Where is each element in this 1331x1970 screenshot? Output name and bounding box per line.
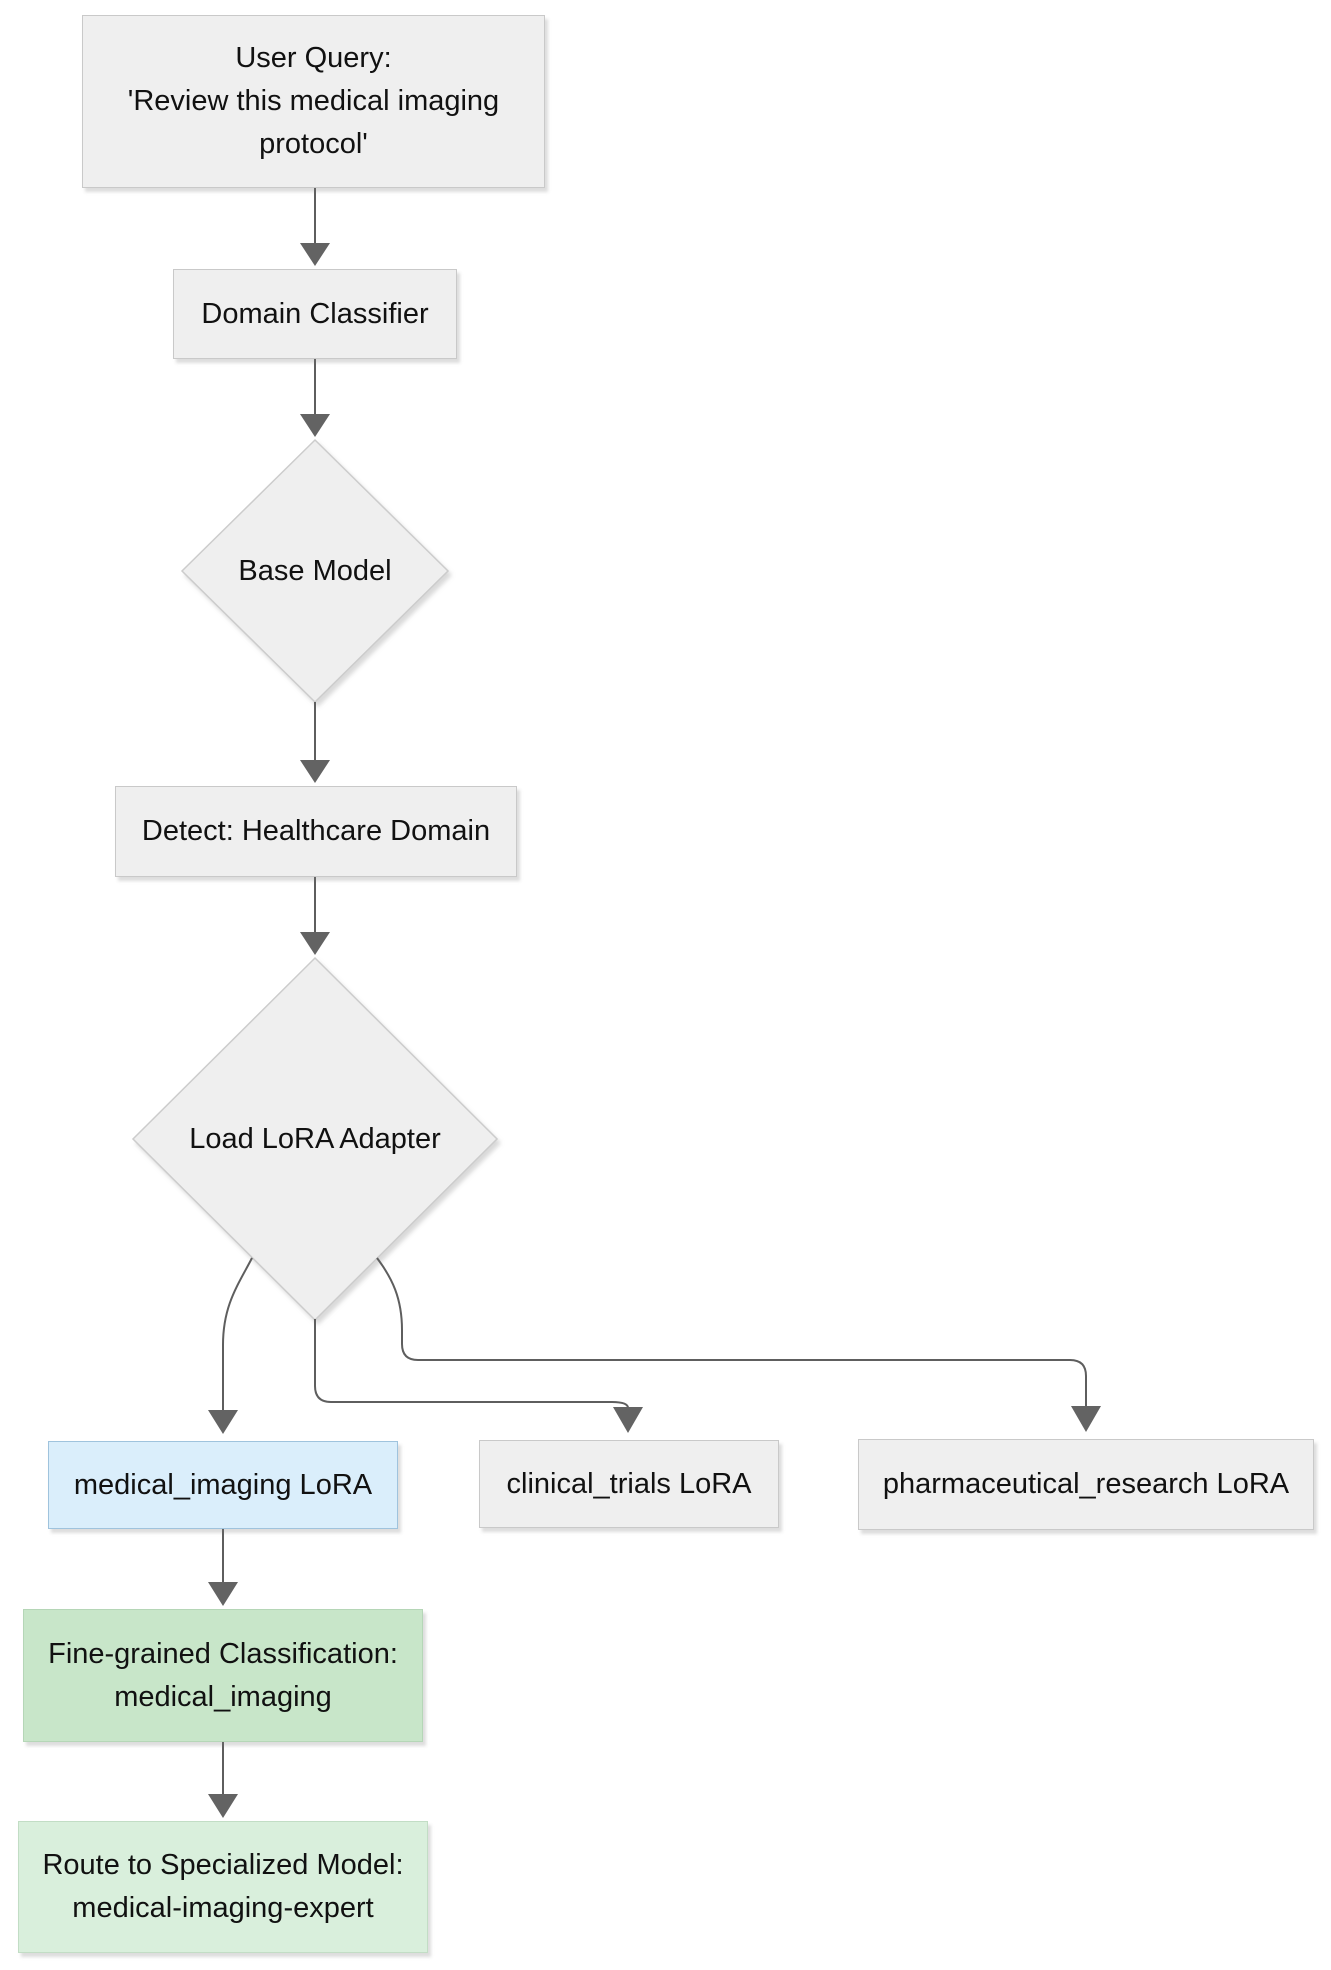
arrow-down-icon [300, 760, 330, 783]
node-label-line: User Query: [235, 42, 392, 74]
node-medical-imaging-lora: medical_imaging LoRA [48, 1441, 398, 1529]
arrow-down-icon [300, 243, 330, 266]
node-label-line: Fine-grained Classification: [48, 1637, 398, 1670]
arrow-down-icon [613, 1407, 643, 1433]
node-load-lora-adapter-label: Load LoRA Adapter [165, 1118, 465, 1161]
node-label-line: medical_imaging LoRA [73, 1468, 373, 1501]
edge-load-lora-to-pharma-research [376, 1257, 1087, 1407]
node-label-line: Load LoRA Adapter [189, 1123, 441, 1155]
node-domain-classifier: Domain Classifier [173, 269, 457, 359]
arrow-down-icon [208, 1794, 238, 1818]
node-label-line: medical-imaging-expert [72, 1892, 374, 1924]
node-base-model-label: Base Model [165, 550, 465, 593]
arrow-down-icon [300, 932, 330, 955]
node-detect-healthcare-domain: Detect: Healthcare Domain [115, 786, 517, 877]
edge-load-lora-to-clinical-trials [314, 1319, 629, 1409]
node-label-line: Base Model [238, 555, 392, 587]
node-label-line: protocol' [259, 128, 368, 160]
arrow-down-icon [208, 1582, 238, 1606]
arrow-down-icon [300, 414, 330, 437]
node-label-line: clinical_trials LoRA [506, 1467, 752, 1500]
node-route-to-specialized-model: Route to Specialized Model: medical-imag… [18, 1821, 428, 1953]
node-label-line: pharmaceutical_research LoRA [882, 1468, 1290, 1500]
node-user-query: User Query: 'Review this medical imaging… [82, 15, 545, 188]
node-label-line: medical_imaging [114, 1680, 332, 1713]
node-label-line: 'Review this medical imaging [127, 85, 500, 117]
edge-load-lora-to-medical-imaging [222, 1257, 253, 1411]
node-label-line: Route to Specialized Model: [42, 1849, 404, 1881]
node-label-line: Detect: Healthcare Domain [141, 815, 491, 847]
node-fine-grained-classification: Fine-grained Classification: medical_ima… [23, 1609, 423, 1742]
arrow-down-icon [1071, 1406, 1101, 1432]
node-pharmaceutical-research-lora: pharmaceutical_research LoRA [858, 1439, 1314, 1530]
node-clinical-trials-lora: clinical_trials LoRA [479, 1440, 779, 1528]
arrow-down-icon [208, 1410, 238, 1434]
node-label-line: Domain Classifier [201, 297, 429, 330]
